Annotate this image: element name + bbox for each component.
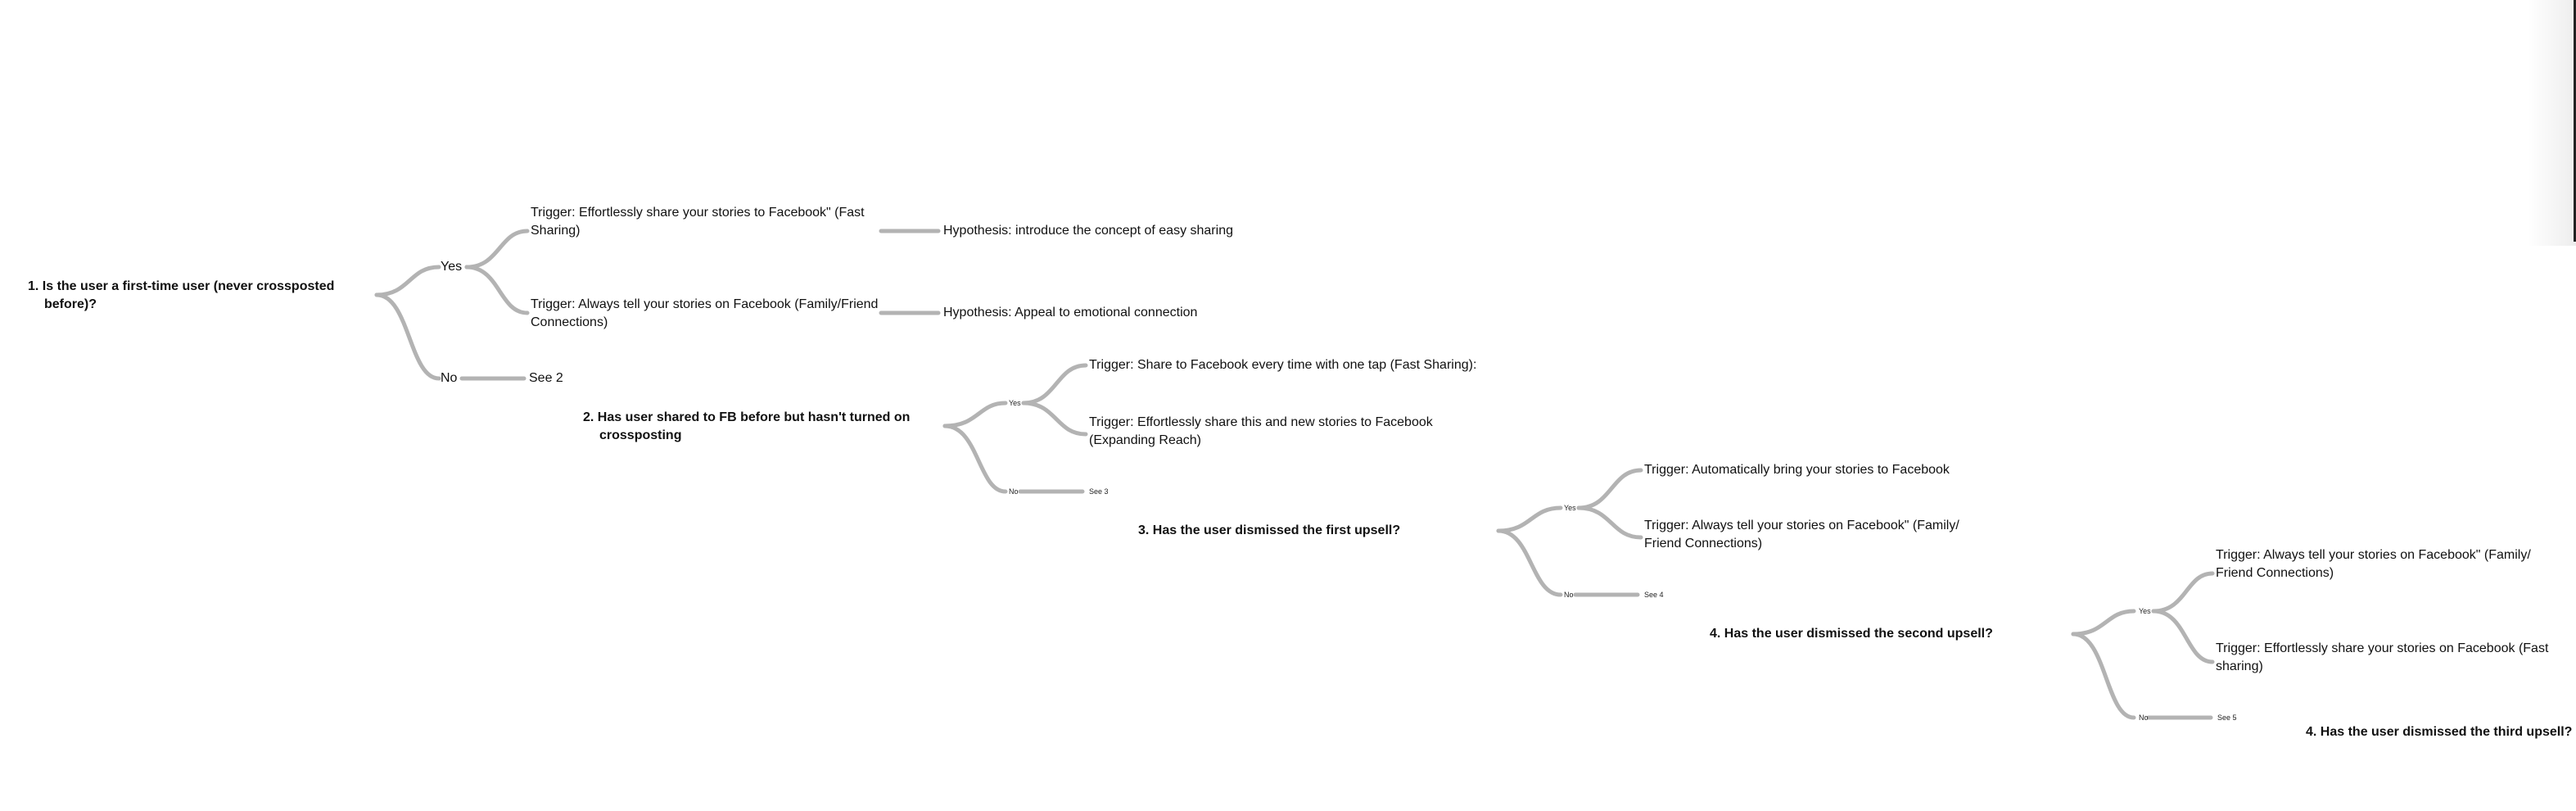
yes-label[interactable]: Yes <box>1564 504 1576 512</box>
question-2[interactable]: 2. Has user shared to FB before but hasn… <box>583 410 911 442</box>
yes-label[interactable]: Yes <box>1009 399 1021 407</box>
connector <box>374 265 441 297</box>
connector <box>1496 505 1563 533</box>
question-1[interactable]: 1. Is the user a first-time user (never … <box>28 279 335 311</box>
question-5[interactable]: 4. Has the user dismissed the third upse… <box>2306 725 2573 739</box>
connector <box>942 424 1008 494</box>
connector <box>2071 632 2136 720</box>
trigger-fast-sharing[interactable]: Trigger: Effortlessly share your stories… <box>2216 641 2549 673</box>
panel-edge-shadow <box>2527 0 2576 246</box>
see-5-link[interactable]: See 5 <box>2217 714 2237 722</box>
hypothesis-easy-sharing[interactable]: Hypothesis: introduce the concept of eas… <box>943 224 1233 238</box>
connector <box>374 292 441 381</box>
no-label[interactable]: No <box>1009 487 1019 496</box>
question-3[interactable]: 3. Has the user dismissed the first upse… <box>1138 523 1401 537</box>
see-4-link[interactable]: See 4 <box>1644 591 1664 599</box>
trigger-one-tap[interactable]: Trigger: Share to Facebook every time wi… <box>1089 358 1477 372</box>
connector <box>2151 609 2215 664</box>
trigger-family-friend[interactable]: Trigger: Always tell your stories on Fac… <box>1644 519 1959 550</box>
connector <box>2151 571 2215 614</box>
connector <box>1496 528 1563 597</box>
yes-label[interactable]: Yes <box>2139 607 2151 615</box>
connector <box>1021 363 1088 406</box>
see-2-link[interactable]: See 2 <box>529 371 563 385</box>
no-label[interactable]: No <box>2139 714 2149 722</box>
panel-edge <box>2574 0 2576 242</box>
no-label[interactable]: No <box>441 371 458 385</box>
yes-label[interactable]: Yes <box>441 260 463 274</box>
trigger-expanding-reach[interactable]: Trigger: Effortlessly share this and new… <box>1089 415 1433 447</box>
no-label[interactable]: No <box>1564 591 1574 599</box>
connector <box>1021 401 1088 437</box>
connector <box>1576 505 1643 540</box>
connector <box>2071 609 2136 637</box>
question-4[interactable]: 4. Has the user dismissed the second ups… <box>1710 627 1993 641</box>
trigger-family-friend[interactable]: Trigger: Always tell your stories on Fac… <box>2216 548 2531 580</box>
trigger-family-friend[interactable]: Trigger: Always tell your stories on Fac… <box>531 297 879 329</box>
connector <box>942 401 1008 428</box>
see-3-link[interactable]: See 3 <box>1089 487 1109 496</box>
connector <box>464 265 530 315</box>
connector <box>464 229 530 270</box>
hypothesis-emotional-connection[interactable]: Hypothesis: Appeal to emotional connecti… <box>943 306 1198 319</box>
trigger-fast-sharing[interactable]: Trigger: Effortlessly share your stories… <box>531 206 865 238</box>
connector <box>1576 468 1643 510</box>
trigger-automatically-bring[interactable]: Trigger: Automatically bring your storie… <box>1644 463 1950 477</box>
